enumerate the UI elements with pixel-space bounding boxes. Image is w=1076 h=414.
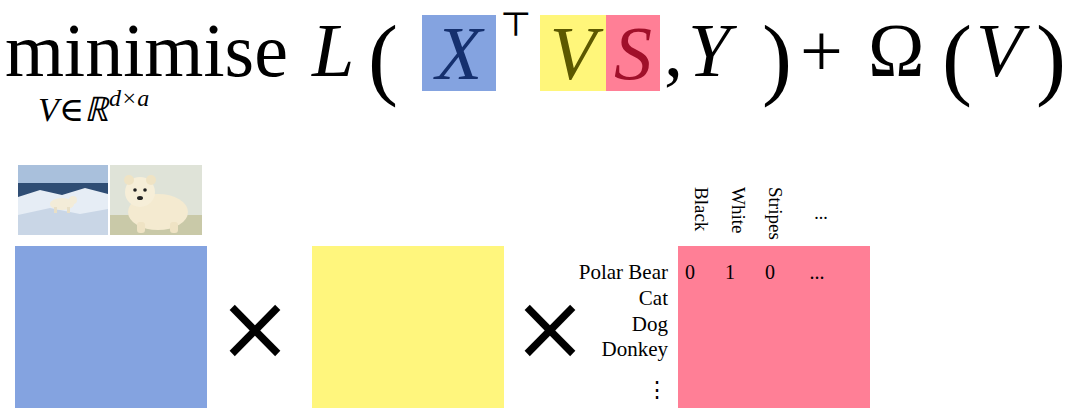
formula-term: V xyxy=(976,12,1022,88)
row-label: Cat xyxy=(639,288,668,309)
formula-term: V∈ℝ xyxy=(38,93,108,127)
row-label: Polar Bear xyxy=(579,262,668,283)
times-symbol: × xyxy=(512,283,587,373)
formula-term: d×a xyxy=(109,86,149,110)
times-symbol: × xyxy=(217,283,292,373)
photo-ice-floe xyxy=(18,188,108,235)
formula-term: ) xyxy=(1036,13,1066,103)
photo-cub-ear xyxy=(124,175,134,185)
formula-symbol: S xyxy=(614,15,652,91)
row-label: Dog xyxy=(632,314,668,335)
photo-background xyxy=(110,165,202,235)
matrix-value: 0 xyxy=(685,262,695,282)
photo-bear-leg xyxy=(54,207,57,213)
row-ellipsis: ⋮ xyxy=(646,379,668,401)
formula-symbol: V xyxy=(550,15,596,91)
photo-ice xyxy=(18,165,108,235)
photo-bear-leg xyxy=(67,207,70,213)
formula-highlight: V xyxy=(540,15,606,91)
photo-cub-leg xyxy=(170,222,178,233)
photo-ice-shadow xyxy=(18,208,108,235)
column-label: Black xyxy=(692,187,711,231)
formula-term: minimise xyxy=(5,12,288,88)
column-label: Stripes xyxy=(766,187,785,240)
formula-term: ) xyxy=(762,13,792,103)
formula-term: , xyxy=(664,12,683,88)
photo-cub-ear xyxy=(146,175,156,185)
photo-cub-eye xyxy=(143,188,147,192)
matrix-value: 1 xyxy=(725,262,735,282)
formula-term: ( xyxy=(368,13,398,103)
photo-cub-nose xyxy=(137,196,143,200)
formula-term: Y xyxy=(688,12,730,88)
formula-term: ( xyxy=(942,13,972,103)
photo-cub-leg xyxy=(137,222,145,233)
photo-cub-eye xyxy=(133,188,137,192)
matrix-block xyxy=(15,246,207,408)
attribute-matrix: 0 1 0... xyxy=(678,246,870,408)
formula-term: L xyxy=(312,12,354,88)
formula-highlight: S xyxy=(606,15,660,91)
formula-term: + xyxy=(800,12,843,88)
photo-sky xyxy=(18,165,108,235)
formula-symbol: X xyxy=(436,15,482,91)
column-label: White xyxy=(729,187,748,233)
photo-bear-head xyxy=(69,196,77,204)
photo-cub xyxy=(110,165,202,235)
matrix-value: ... xyxy=(810,262,825,282)
matrix-block xyxy=(312,246,504,408)
formula-term: ⊤ xyxy=(500,8,532,42)
row-label: Donkey xyxy=(602,339,669,360)
matrix-value: 0 xyxy=(765,262,775,282)
column-ellipsis: ... xyxy=(814,204,828,222)
formula-term: Ω xyxy=(868,12,924,88)
formula-highlight: X xyxy=(422,15,496,91)
